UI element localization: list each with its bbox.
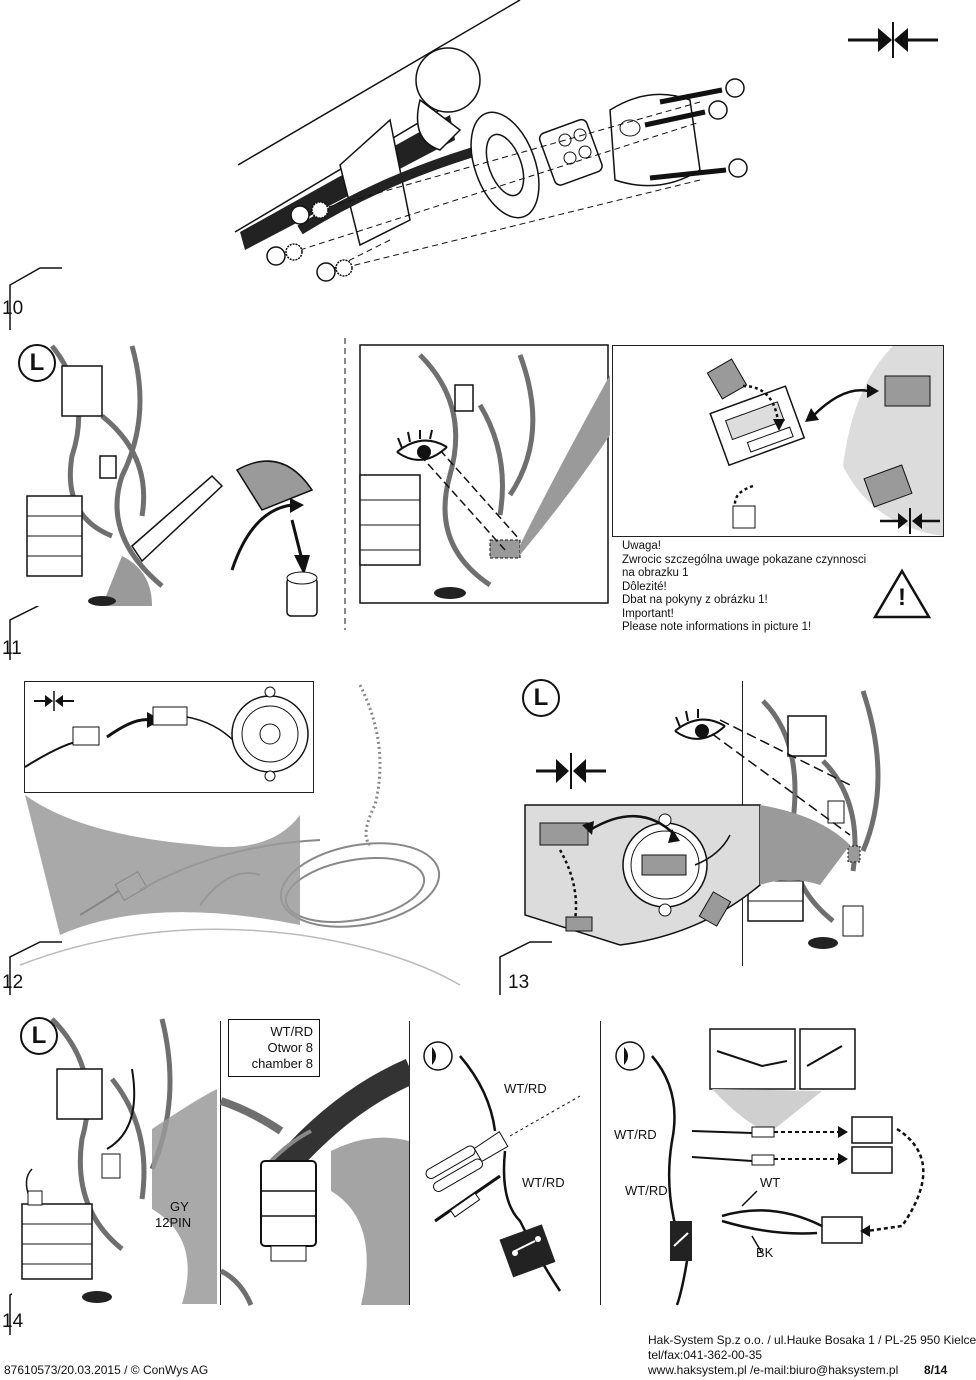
chamber-pl-label: Otwor 8	[267, 1040, 313, 1055]
wire-color-label: WT/RD	[270, 1024, 313, 1039]
step-11-left-image	[12, 336, 232, 606]
step-number-13: 13	[508, 972, 530, 993]
step-14-panel: L GY 12PIN WT/RD Otwor 8 chamber 8	[0, 995, 960, 1335]
step-14-cut-image	[410, 1021, 601, 1305]
step-11-right-image	[612, 345, 944, 537]
eye-icon	[396, 429, 448, 461]
step-12-inset	[24, 681, 314, 793]
wire-label-4: WT/RD	[625, 1183, 668, 1198]
step-number-12: 12	[2, 972, 24, 993]
eye-icon	[674, 709, 726, 740]
step-11-panel: L Uwaga! Zwrocic szczególna uwage pokaza…	[0, 330, 960, 660]
chamber-label-box: WT/RD Otwor 8 chamber 8	[228, 1019, 320, 1077]
step-14-car-image	[12, 1009, 217, 1304]
step-11-middle-image	[359, 344, 610, 605]
step-10-panel: 10	[0, 0, 960, 330]
warning-triangle-icon: !	[872, 568, 932, 620]
step-12-13-panel: L	[0, 665, 960, 995]
circle-l-icon: L	[522, 679, 560, 717]
squeeze-arrows-icon	[536, 753, 606, 789]
notice-en-title: Important!	[622, 607, 674, 620]
notice-pl-text: Zwrocic szczególna uwage pokazane czynno…	[622, 553, 867, 580]
step-10-illustration	[9, 0, 748, 330]
wire-label-wt: WT	[760, 1175, 781, 1190]
switch-icon	[499, 1224, 556, 1278]
step-14-crimp-image	[602, 1021, 946, 1306]
notice-box: Uwaga! Zwrocic szczególna uwage pokazane…	[622, 540, 872, 635]
connector-color-label: GY	[170, 1199, 189, 1214]
step-13-detail	[524, 719, 851, 946]
wire-label-2: WT/RD	[522, 1175, 565, 1190]
squeeze-arrows-icon	[848, 22, 938, 58]
chamber-en-label: chamber 8	[251, 1056, 313, 1071]
wire-label-bk: BK	[756, 1245, 774, 1260]
document-code: 87610573/20.03.2015 / © ConWys AG	[4, 1363, 209, 1377]
notice-en-text: Please note informations in picture 1!	[622, 621, 812, 633]
wire-label-1: WT/RD	[504, 1081, 547, 1096]
step-11-cut-sequence	[230, 460, 318, 617]
company-web: www.haksystem.pl /e-mail:biuro@haksystem…	[648, 1363, 899, 1377]
page-number: 8/14	[924, 1363, 948, 1377]
company-address: Hak-System Sp.z o.o. / ul.Hauke Bosaka 1…	[648, 1333, 976, 1347]
notice-cz-title: Dôlezité!	[622, 580, 667, 593]
connector-pins-label: 12PIN	[155, 1215, 192, 1230]
step-number-10: 10	[2, 298, 24, 319]
notice-cz-text: Dbat na pokyny z obrázku 1!	[622, 594, 768, 606]
company-phone: tel/fax:041-362-00-35	[648, 1348, 763, 1362]
fog-lamp-icon	[423, 1041, 453, 1071]
circle-l-icon: L	[18, 344, 56, 382]
wire-label-3: WT/RD	[614, 1127, 657, 1142]
step-12-13-lines	[9, 684, 552, 995]
warning-mark: !	[898, 584, 906, 611]
squeeze-arrows-icon	[880, 508, 940, 534]
notice-pl-title: Uwaga!	[622, 540, 661, 552]
step-number-11: 11	[2, 638, 22, 659]
circle-l-icon: L	[20, 1017, 58, 1055]
squeeze-arrows-icon	[34, 691, 74, 711]
step-number-14: 14	[2, 1311, 24, 1332]
